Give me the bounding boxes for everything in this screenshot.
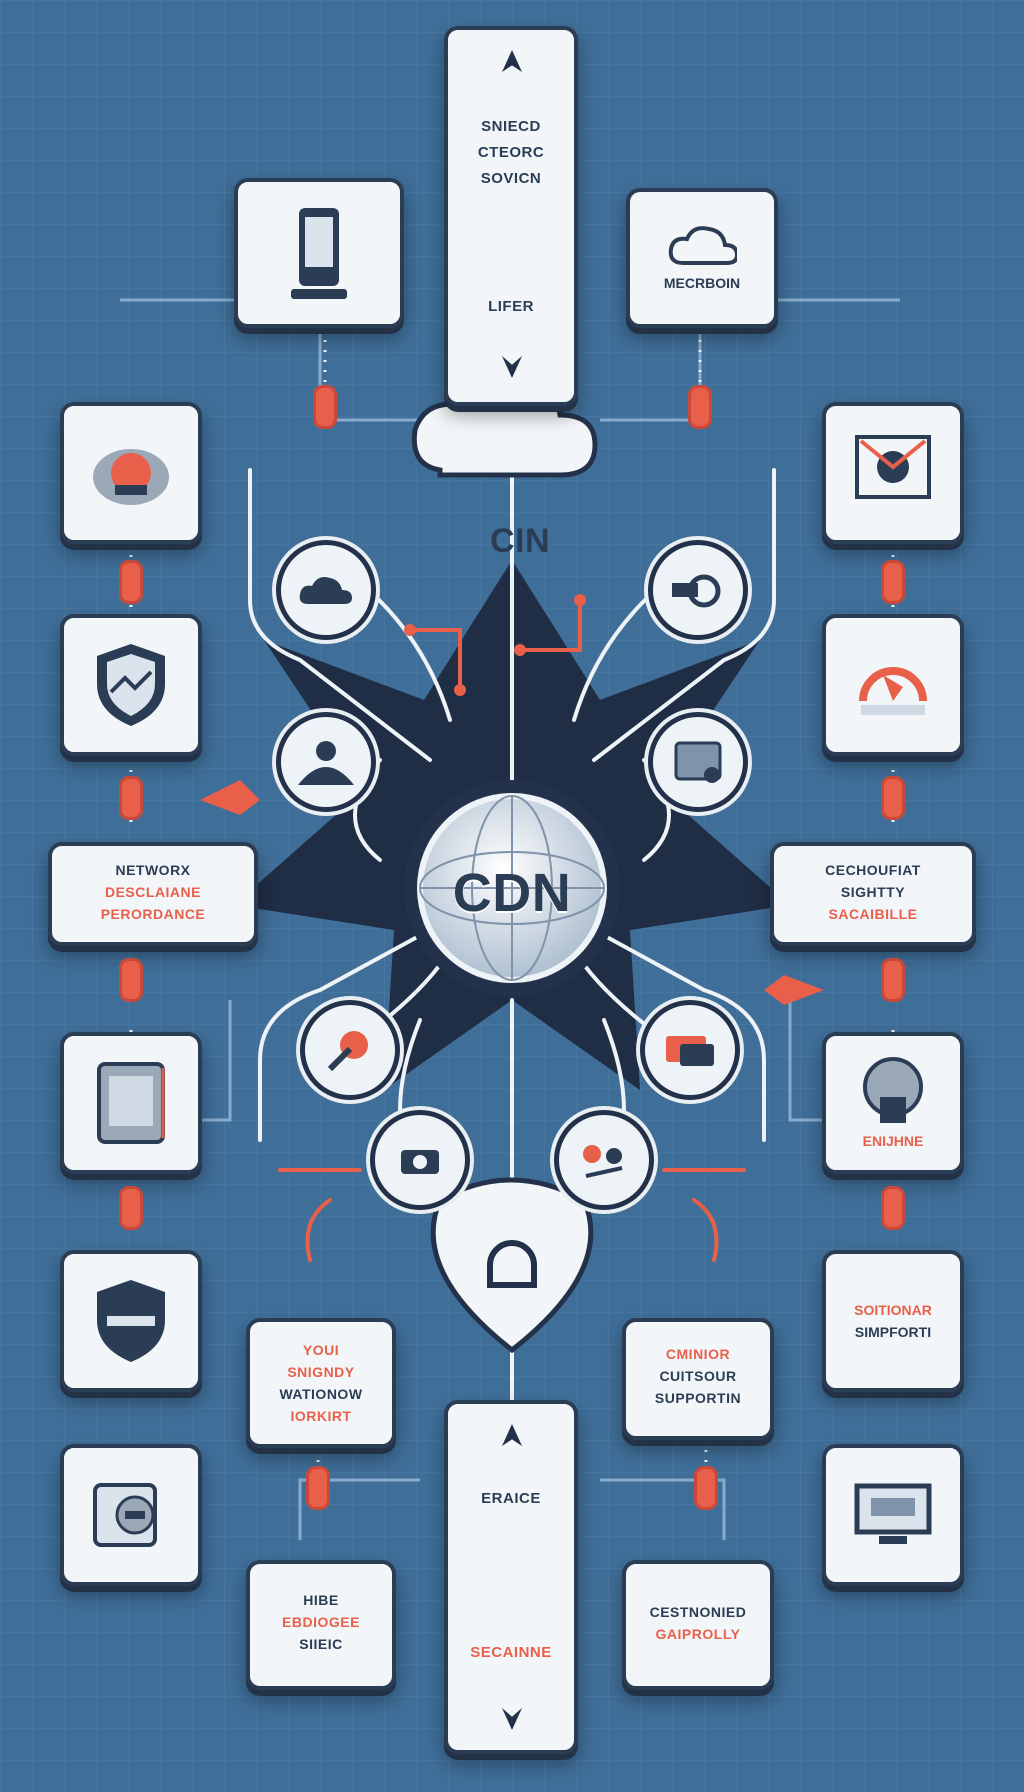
- phone-icon: [291, 208, 347, 299]
- left-bottom-line-1: YOUI: [302, 1342, 340, 1358]
- link-pill: [881, 958, 905, 1002]
- card-icon: [666, 1036, 714, 1066]
- server-alert-icon: [93, 449, 169, 505]
- security-card-line-3: SACAIBILLE: [828, 906, 918, 922]
- device-icon: [93, 1483, 157, 1547]
- shield-tile[interactable]: [60, 614, 202, 756]
- lock-tile[interactable]: ENIJHNE: [822, 1032, 964, 1174]
- chevron-down-icon: [502, 1708, 522, 1730]
- chevron-down-icon: [502, 356, 522, 378]
- phone-tile[interactable]: [234, 178, 404, 328]
- node-cloud[interactable]: [276, 540, 376, 640]
- bookmark-icon: [502, 50, 522, 72]
- top-column-footer: LIFER: [488, 298, 534, 315]
- bottom-right-line-1: CESTNONIED: [649, 1604, 747, 1620]
- speed-tile[interactable]: [822, 614, 964, 756]
- node-gear[interactable]: [648, 540, 748, 640]
- left-bottom-line-3: WATIONOW: [279, 1386, 363, 1402]
- key-icon: [327, 1031, 368, 1072]
- top-column-card[interactable]: SNIECD CTEORC SOVICN LIFER: [444, 26, 578, 406]
- center-cdn-label: CDN: [452, 863, 572, 923]
- server-icon: [674, 741, 722, 783]
- cloud-tile[interactable]: MECRBOIN: [626, 188, 778, 328]
- security-card-line-1: CECHOUFIAT: [825, 862, 921, 878]
- node-camera[interactable]: [370, 1110, 470, 1210]
- link-pill: [119, 1186, 143, 1230]
- link-pill: [881, 1186, 905, 1230]
- gear-icon: [672, 574, 721, 608]
- bottom-left-line-3: SIIEIC: [299, 1636, 343, 1652]
- cyber-tile[interactable]: [822, 402, 964, 544]
- top-column-line-3: SOVICN: [480, 170, 542, 187]
- lock-tile-label: ENIJHNE: [862, 1133, 924, 1149]
- bottom-column-card[interactable]: ERAICE SECAINNE: [444, 1400, 578, 1754]
- device-tile[interactable]: [60, 1444, 202, 1586]
- link-pill: [881, 560, 905, 604]
- bottom-column-bottom-label: SECAINNE: [470, 1644, 552, 1661]
- network-card-line-1: NETWORX: [115, 862, 191, 878]
- support-tile-line-2: SIMPFORTI: [854, 1324, 932, 1340]
- right-bottom-line-1: CMINIOR: [665, 1346, 731, 1362]
- top-column-line-2: CTEORC: [477, 144, 545, 161]
- support-tile-line-1: SOITIONAR: [854, 1302, 932, 1318]
- support-tile[interactable]: SOITIONAR SIMPFORTI: [822, 1250, 964, 1392]
- tools-icon: [583, 1145, 623, 1178]
- network-card-line-3: PERORDANCE: [100, 906, 206, 922]
- cloud-icon: [299, 577, 352, 604]
- left-bottom-card[interactable]: YOUI SNIGNDY WATIONOW IORKIRT: [246, 1318, 396, 1448]
- right-bottom-card[interactable]: CMINIOR CUITSOUR SUPPORTIN: [622, 1318, 774, 1440]
- cloud-icon: [668, 226, 737, 265]
- link-pill: [306, 1466, 330, 1510]
- shield-tile-2[interactable]: [60, 1250, 202, 1392]
- bottom-left-line-1: HIBE: [303, 1592, 339, 1608]
- user-icon: [298, 741, 354, 785]
- left-bottom-line-2: SNIGNDY: [287, 1364, 355, 1380]
- bookmark-icon: [502, 1424, 522, 1446]
- right-bottom-line-2: CUITSOUR: [659, 1368, 737, 1384]
- top-column-line-1: SNIECD: [481, 118, 541, 135]
- top-cloud-label: CIN: [489, 522, 551, 560]
- security-person-icon: [855, 435, 931, 499]
- speedometer-icon: [859, 667, 927, 715]
- security-card-line-2: SIGHTTY: [840, 884, 906, 900]
- storage-tile[interactable]: [60, 1032, 202, 1174]
- cloud-tile-label: MECRBOIN: [663, 275, 741, 291]
- bottom-left-card[interactable]: HIBE EBDIOGEE SIIEIC: [246, 1560, 396, 1690]
- node-server[interactable]: [648, 712, 748, 812]
- hard-drive-icon: [97, 1062, 165, 1144]
- shield-icon: [97, 1280, 165, 1362]
- security-scalable-card[interactable]: CECHOUFIAT SIGHTTY SACAIBILLE: [770, 842, 976, 946]
- node-key[interactable]: [300, 1000, 400, 1100]
- network-performance-card[interactable]: NETWORX DESCLAIANE PERORDANCE: [48, 842, 258, 946]
- lock-icon: [863, 1057, 923, 1123]
- node-tools[interactable]: [554, 1110, 654, 1210]
- link-pill: [313, 385, 337, 429]
- camera-icon: [401, 1150, 439, 1174]
- link-pill: [694, 1466, 718, 1510]
- monitor-tile[interactable]: [822, 1444, 964, 1586]
- bottom-right-line-2: GAIPROLLY: [655, 1626, 741, 1642]
- shield-icon: [97, 644, 165, 726]
- bottom-left-line-2: EBDIOGEE: [282, 1614, 360, 1630]
- right-bottom-line-3: SUPPORTIN: [654, 1390, 742, 1406]
- link-pill: [688, 385, 712, 429]
- bottom-right-card[interactable]: CESTNONIED GAIPROLLY: [622, 1560, 774, 1690]
- monitor-icon: [854, 1483, 932, 1544]
- bottom-column-top-label: ERAICE: [481, 1490, 541, 1507]
- link-pill: [119, 958, 143, 1002]
- node-user[interactable]: [276, 712, 376, 812]
- link-pill: [119, 560, 143, 604]
- link-pill: [119, 776, 143, 820]
- node-card[interactable]: [640, 1000, 740, 1100]
- server-alert-tile[interactable]: [60, 402, 202, 544]
- network-card-line-2: DESCLAIANE: [104, 884, 201, 900]
- link-pill: [881, 776, 905, 820]
- left-bottom-line-4: IORKIRT: [290, 1408, 352, 1424]
